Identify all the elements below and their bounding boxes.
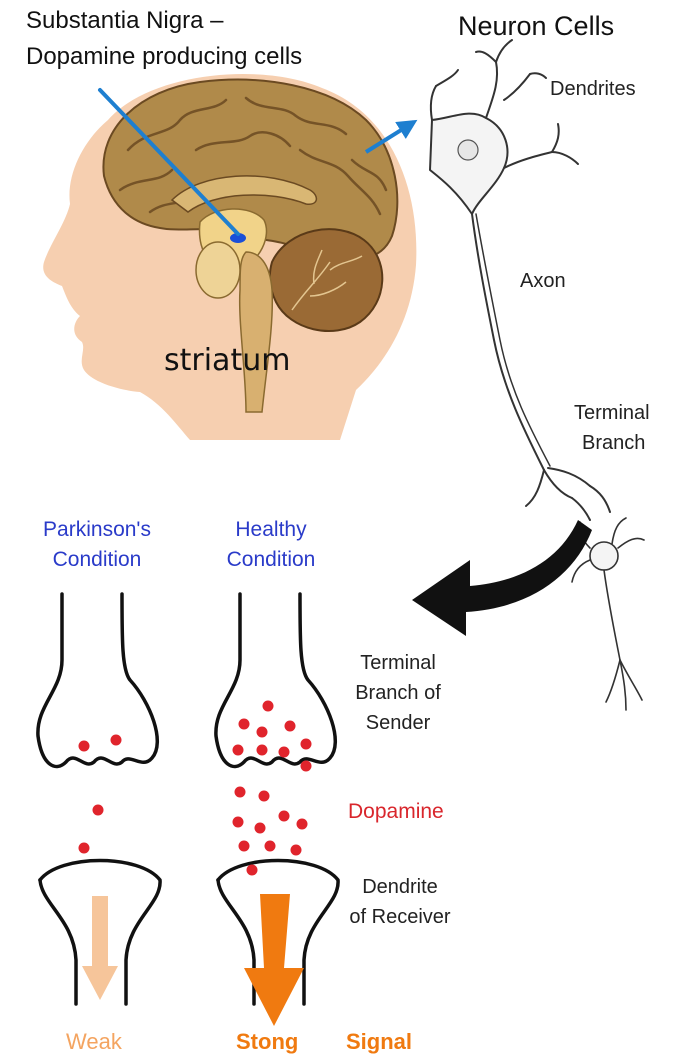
striatum-label: striatum bbox=[164, 344, 290, 378]
parkinsons-condition-line2: Condition bbox=[32, 548, 162, 572]
substantia-nigra-label: Substantia Nigra – bbox=[26, 8, 223, 35]
cerebellum bbox=[270, 229, 382, 331]
parkinsons-condition-line1: Parkinson's bbox=[32, 518, 162, 542]
axon-label: Axon bbox=[520, 270, 566, 292]
parkinsons-dopamine-dots bbox=[79, 735, 122, 854]
terminal-sender-line3: Sender bbox=[336, 712, 460, 734]
neuron-cells-title: Neuron Cells bbox=[458, 11, 614, 41]
dopamine-label: Dopamine bbox=[348, 800, 444, 824]
healthy-dopamine-dots bbox=[233, 701, 312, 876]
terminal-sender-line2: Branch of bbox=[336, 682, 460, 704]
terminal-sender-line1: Terminal bbox=[336, 652, 460, 674]
dendrites-label: Dendrites bbox=[550, 78, 636, 100]
healthy-condition-line2: Condition bbox=[206, 548, 336, 572]
dopamine-cells-label: Dopamine producing cells bbox=[26, 44, 302, 71]
terminal-branch-label-line1: Terminal bbox=[574, 402, 650, 424]
dendrite-receiver-line2: of Receiver bbox=[330, 906, 470, 928]
dendrite-receiver-line1: Dendrite bbox=[330, 876, 470, 898]
neuron-cell-body bbox=[430, 114, 507, 214]
healthy-condition-line1: Healthy bbox=[206, 518, 336, 542]
curved-arrow-icon bbox=[412, 520, 592, 636]
signal-label: Signal bbox=[346, 1030, 412, 1055]
terminal-branch-label-line2: Branch bbox=[582, 432, 645, 454]
neuron-nucleus bbox=[458, 140, 478, 160]
strong-signal-label: Stong bbox=[236, 1030, 298, 1055]
weak-signal-label: Weak bbox=[66, 1030, 122, 1055]
striatum-region bbox=[196, 242, 240, 298]
head-brain-illustration bbox=[43, 74, 416, 440]
weak-signal-arrow bbox=[82, 896, 118, 1000]
